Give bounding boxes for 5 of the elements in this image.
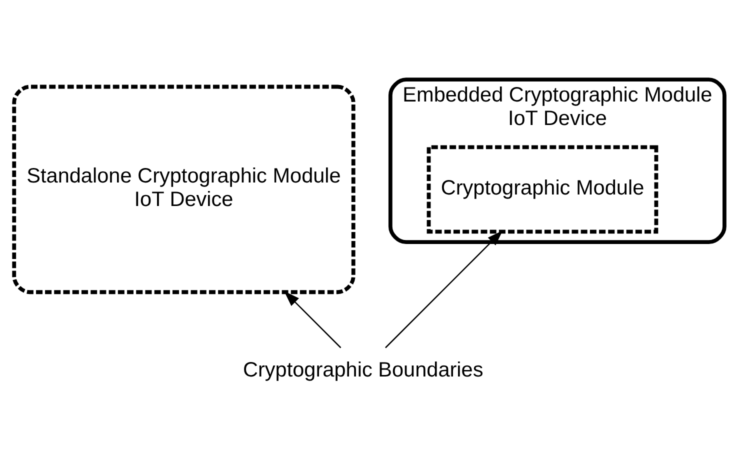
node-box: Cryptographic Module [426,145,658,234]
arrow [385,230,503,348]
node-text: Cryptographic Boundaries [242,358,484,382]
arrow [284,291,342,348]
node-box: Standalone Cryptographic Module IoT Device [12,84,356,294]
